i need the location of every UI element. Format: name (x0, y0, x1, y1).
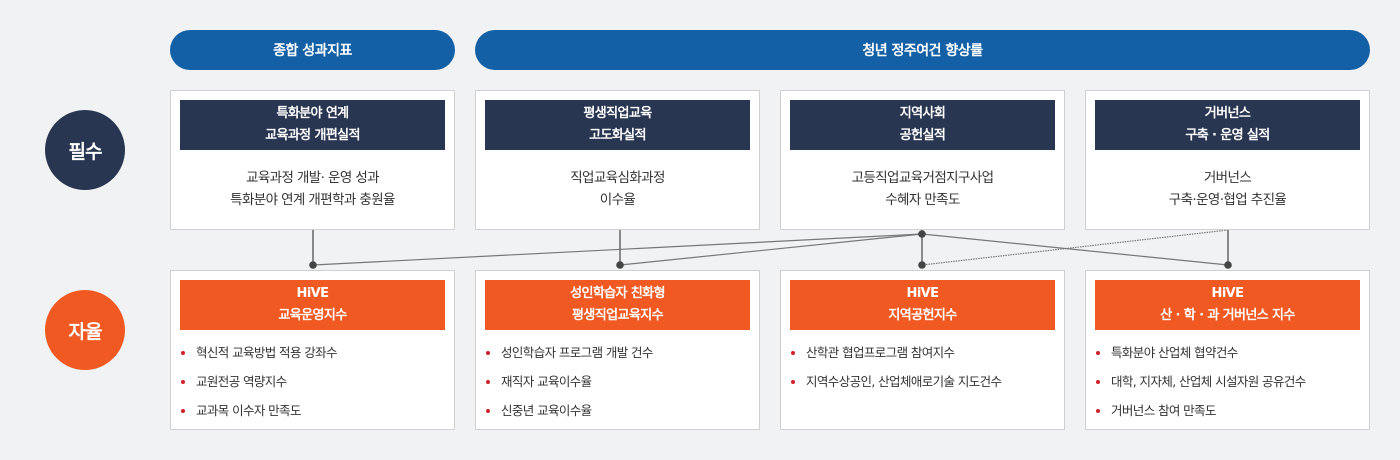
required-box-community-contribution: 지역사회 공헌실적 고등직업교육거점지구사업 수혜자 만족도 (780, 90, 1065, 230)
title-line: 교육운영지수 (278, 308, 347, 323)
box-description: 고등직업교육거점지구사업 수혜자 만족도 (781, 167, 1064, 211)
autonomous-label: 자율 (68, 320, 103, 343)
list-item: 성인학습자 프로그램 개발 건수 (485, 341, 755, 370)
title-line: 평생직업교육지수 (572, 308, 663, 323)
autonomous-box-regional-contribution: HiVE 지역공헌지수 산학관 협업프로그램 참여지수 지역수상공인, 산업체애… (780, 270, 1065, 430)
indicator-list: 특화분야 산업체 협약건수 대학, 지자체, 산업체 시설자원 공유건수 거버넌… (1095, 341, 1365, 428)
bullet-icon (486, 351, 490, 355)
box-title: 성인학습자 친화형 평생직업교육지수 (485, 280, 750, 330)
autonomous-row-badge: 자율 (45, 290, 125, 370)
box-title: HiVE 지역공헌지수 (790, 280, 1055, 330)
box-description: 직업교육심화과정 이수율 (476, 167, 759, 211)
title-line: HiVE (906, 286, 939, 301)
bullet-icon (1096, 409, 1100, 413)
box-title: 지역사회 공헌실적 (790, 100, 1055, 150)
title-line: 성인학습자 친화형 (570, 286, 665, 301)
item-text: 신중년 교육이수율 (501, 403, 592, 418)
desc-line: 특화분야 연계 개편학과 충원율 (230, 192, 395, 208)
list-item: 특화분야 산업체 협약건수 (1095, 341, 1365, 370)
title-line: 지역공헌지수 (888, 308, 957, 323)
autonomous-box-governance-index: HiVE 산 · 학 · 과 거버넌스 지수 특화분야 산업체 협약건수 대학,… (1085, 270, 1370, 430)
bullet-icon (486, 380, 490, 384)
autonomous-box-education-operation: HiVE 교육운영지수 혁신적 교육방법 적용 강좌수 교원전공 역량지수 교과… (170, 270, 455, 430)
list-item: 신중년 교육이수율 (485, 399, 755, 428)
indicator-list: 성인학습자 프로그램 개발 건수 재직자 교육이수율 신중년 교육이수율 (485, 341, 755, 428)
pill-label: 종합 성과지표 (273, 43, 352, 59)
bullet-icon (181, 380, 185, 384)
desc-line: 교육과정 개발· 운영 성과 (246, 170, 380, 186)
list-item: 거버넌스 참여 만족도 (1095, 399, 1365, 428)
bullet-icon (486, 409, 490, 413)
title-line: 교육과정 개편실적 (265, 128, 360, 143)
required-row-badge: 필수 (45, 110, 125, 190)
title-line: 거버넌스 (1204, 106, 1251, 121)
title-line: 고도화실적 (589, 128, 646, 143)
pill-label: 청년 정주여건 향상률 (862, 43, 983, 59)
item-text: 교원전공 역량지수 (196, 374, 287, 389)
title-line: 공헌실적 (899, 128, 946, 143)
pill-overall-indicator: 종합 성과지표 (170, 30, 455, 70)
box-title: 특화분야 연계 교육과정 개편실적 (180, 100, 445, 150)
title-line: 특화분야 연계 (276, 106, 349, 121)
desc-line: 고등직업교육거점지구사업 (851, 170, 994, 186)
item-text: 재직자 교육이수율 (501, 374, 592, 389)
indicator-list: 혁신적 교육방법 적용 강좌수 교원전공 역량지수 교과목 이수자 만족도 (180, 341, 450, 428)
title-line: HiVE (1211, 286, 1244, 301)
list-item: 지역수상공인, 산업체애로기술 지도건수 (790, 370, 1060, 399)
item-text: 교과목 이수자 만족도 (196, 403, 301, 418)
required-label: 필수 (68, 140, 103, 163)
pill-youth-settlement-rate: 청년 정주여건 향상률 (475, 30, 1370, 70)
item-text: 혁신적 교육방법 적용 강좌수 (196, 345, 338, 360)
bullet-icon (1096, 351, 1100, 355)
required-box-governance: 거버넌스 구축 · 운영 실적 거버넌스 구축·운영·협업 추진율 (1085, 90, 1370, 230)
box-title: 평생직업교육 고도화실적 (485, 100, 750, 150)
bullet-icon (1096, 380, 1100, 384)
desc-line: 직업교육심화과정 (570, 170, 665, 186)
box-title: 거버넌스 구축 · 운영 실적 (1095, 100, 1360, 150)
bullet-icon (181, 409, 185, 413)
title-line: 평생직업교육 (583, 106, 652, 121)
required-box-curriculum: 특화분야 연계 교육과정 개편실적 교육과정 개발· 운영 성과 특화분야 연계… (170, 90, 455, 230)
title-line: 산 · 학 · 과 거버넌스 지수 (1160, 308, 1295, 323)
list-item: 교과목 이수자 만족도 (180, 399, 450, 428)
item-text: 성인학습자 프로그램 개발 건수 (501, 345, 653, 360)
bullet-icon (791, 351, 795, 355)
item-text: 거버넌스 참여 만족도 (1111, 403, 1216, 418)
item-text: 특화분야 산업체 협약건수 (1111, 345, 1238, 360)
desc-line: 수혜자 만족도 (885, 192, 960, 208)
item-text: 대학, 지자체, 산업체 시설자원 공유건수 (1111, 374, 1306, 389)
title-line: 구축 · 운영 실적 (1185, 128, 1270, 143)
box-description: 거버넌스 구축·운영·협업 추진율 (1086, 167, 1369, 211)
desc-line: 구축·운영·협업 추진율 (1168, 192, 1287, 208)
box-title: HiVE 산 · 학 · 과 거버넌스 지수 (1095, 280, 1360, 330)
list-item: 재직자 교육이수율 (485, 370, 755, 399)
item-text: 산학관 협업프로그램 참여지수 (806, 345, 955, 360)
bullet-icon (181, 351, 185, 355)
list-item: 대학, 지자체, 산업체 시설자원 공유건수 (1095, 370, 1365, 399)
indicator-list: 산학관 협업프로그램 참여지수 지역수상공인, 산업체애로기술 지도건수 (790, 341, 1060, 399)
autonomous-box-adult-learner: 성인학습자 친화형 평생직업교육지수 성인학습자 프로그램 개발 건수 재직자 … (475, 270, 760, 430)
list-item: 산학관 협업프로그램 참여지수 (790, 341, 1060, 370)
item-text: 지역수상공인, 산업체애로기술 지도건수 (806, 374, 1002, 389)
box-description: 교육과정 개발· 운영 성과 특화분야 연계 개편학과 충원율 (171, 167, 454, 211)
title-line: HiVE (296, 286, 329, 301)
desc-line: 거버넌스 (1203, 170, 1252, 186)
list-item: 교원전공 역량지수 (180, 370, 450, 399)
bullet-icon (791, 380, 795, 384)
list-item: 혁신적 교육방법 적용 강좌수 (180, 341, 450, 370)
desc-line: 이수율 (599, 192, 636, 208)
required-box-lifelong-education: 평생직업교육 고도화실적 직업교육심화과정 이수율 (475, 90, 760, 230)
title-line: 지역사회 (899, 106, 946, 121)
box-title: HiVE 교육운영지수 (180, 280, 445, 330)
